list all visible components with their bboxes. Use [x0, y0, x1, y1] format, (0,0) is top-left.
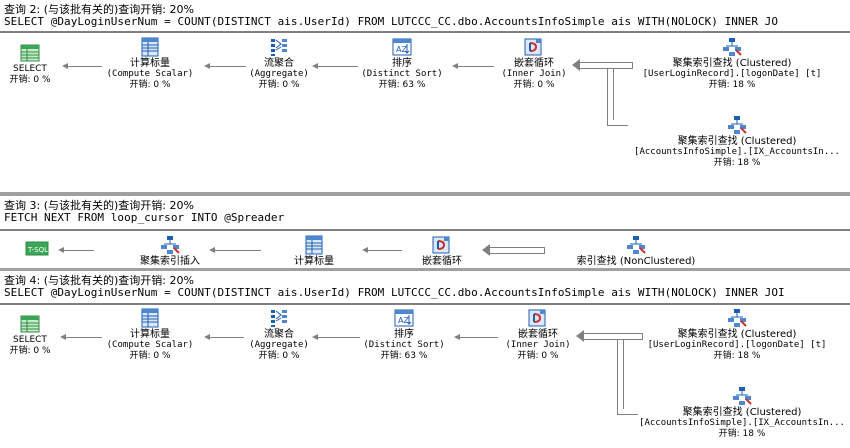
query-separator — [0, 268, 850, 271]
clustered-index-insert-operator[interactable]: 聚集索引插入 — [130, 234, 210, 267]
query-2-header: 查询 2: (与该批有关的)查询开销: 20% SELECT @DayLogin… — [0, 0, 850, 30]
clustered-index-seek-icon — [727, 308, 747, 328]
query-3-sql[interactable]: FETCH NEXT FROM loop_cursor INTO @Spread… — [4, 211, 285, 224]
query-2-title: 查询 2: (与该批有关的)查询开销: 20% — [4, 3, 194, 16]
query-4-sql[interactable]: SELECT @DayLoginUserNum = COUNT(DISTINCT… — [4, 286, 785, 299]
stream-aggregate-operator[interactable]: 流聚合 (Aggregate) 开销: 0 % — [246, 307, 312, 362]
query-2-divider — [0, 31, 850, 33]
clustered-index-seek-1[interactable]: 聚集索引查找 (Clustered) [UserLoginRecord].[lo… — [644, 307, 830, 362]
select-operator[interactable]: SELECT 开销: 0 % — [6, 313, 54, 357]
nested-loops-icon — [432, 236, 450, 254]
flow-arrow — [60, 334, 102, 340]
select-grid-icon — [20, 315, 40, 333]
query-4-plan: 查询 4: (与该批有关的)查询开销: 20% SELECT @DayLogin… — [0, 271, 850, 448]
compute-scalar-icon — [305, 235, 323, 255]
flow-arrow — [209, 247, 261, 253]
stream-aggregate-icon — [270, 38, 288, 57]
query-4-divider — [0, 303, 850, 305]
stream-aggregate-operator[interactable]: 流聚合 (Aggregate) 开销: 0 % — [246, 36, 312, 91]
select-grid-icon — [20, 44, 40, 62]
flow-arrow — [204, 63, 246, 69]
flow-arrow-thick — [576, 330, 643, 342]
query-3-title: 查询 3: (与该批有关的)查询开销: 20% — [4, 199, 194, 212]
compute-scalar-operator[interactable]: 计算标量 (Compute Scalar) 开销: 0 % — [104, 36, 196, 91]
flow-arrow — [204, 334, 244, 340]
flow-connector — [607, 68, 614, 123]
flow-arrow — [62, 63, 102, 69]
flow-connector — [617, 339, 624, 412]
tsql-operator[interactable] — [22, 238, 52, 258]
compute-scalar-icon — [141, 308, 159, 328]
compute-scalar-operator[interactable]: 计算标量 (Compute Scalar) 开销: 0 % — [104, 307, 196, 362]
flow-arrow — [454, 334, 498, 340]
flow-arrow — [452, 63, 494, 69]
clustered-index-seek-icon — [732, 386, 752, 406]
query-4-header: 查询 4: (与该批有关的)查询开销: 20% SELECT @DayLogin… — [0, 271, 850, 301]
flow-arrow — [312, 63, 358, 69]
flow-arrow-thick — [482, 244, 545, 256]
query-3-plan: 查询 3: (与该批有关的)查询开销: 20% FETCH NEXT FROM … — [0, 196, 850, 268]
flow-arrow — [312, 334, 360, 340]
sort-icon — [394, 309, 414, 327]
query-separator — [0, 192, 850, 196]
flow-arrow-thick — [572, 59, 633, 71]
query-4-title: 查询 4: (与该批有关的)查询开销: 20% — [4, 274, 194, 287]
distinct-sort-operator[interactable]: 排序 (Distinct Sort) 开销: 63 % — [358, 307, 450, 362]
nested-loops-icon — [524, 38, 542, 56]
flow-arrow — [58, 247, 94, 253]
flow-arrow — [362, 247, 402, 253]
nested-loops-operator[interactable]: 嵌套循环 (Inner Join) 开销: 0 % — [494, 36, 574, 91]
clustered-index-seek-icon — [727, 115, 747, 135]
select-operator[interactable]: SELECT 开销: 0 % — [6, 42, 54, 86]
query-3-divider — [0, 229, 850, 231]
index-seek-operator[interactable]: 索引查找 (NonClustered) — [566, 234, 706, 267]
flow-connector — [607, 120, 628, 126]
clustered-index-seek-icon — [722, 37, 742, 57]
distinct-sort-operator[interactable]: 排序 (Distinct Sort) 开销: 63 % — [356, 36, 448, 91]
query-3-header: 查询 3: (与该批有关的)查询开销: 20% FETCH NEXT FROM … — [0, 196, 850, 226]
sort-icon — [392, 38, 412, 56]
compute-scalar-operator[interactable]: 计算标量 — [284, 234, 344, 267]
index-seek-icon — [626, 235, 646, 255]
nested-loops-operator[interactable]: 嵌套循环 (Inner Join) 开销: 0 % — [498, 307, 578, 362]
stream-aggregate-icon — [270, 309, 288, 328]
nested-loops-icon — [528, 309, 546, 327]
clustered-index-insert-icon — [160, 235, 180, 255]
compute-scalar-icon — [141, 37, 159, 57]
clustered-index-seek-1[interactable]: 聚集索引查找 (Clustered) [UserLoginRecord].[lo… — [632, 36, 832, 91]
query-2-sql[interactable]: SELECT @DayLoginUserNum = COUNT(DISTINCT… — [4, 15, 779, 28]
clustered-index-seek-2[interactable]: 聚集索引查找 (Clustered) [AccountsInfoSimple].… — [636, 385, 848, 440]
flow-connector — [617, 409, 638, 415]
tsql-icon — [25, 241, 49, 256]
clustered-index-seek-2[interactable]: 聚集索引查找 (Clustered) [AccountsInfoSimple].… — [626, 114, 848, 169]
query-2-plan: 查询 2: (与该批有关的)查询开销: 20% SELECT @DayLogin… — [0, 0, 850, 192]
nested-loops-operator[interactable]: 嵌套循环 — [412, 234, 472, 267]
